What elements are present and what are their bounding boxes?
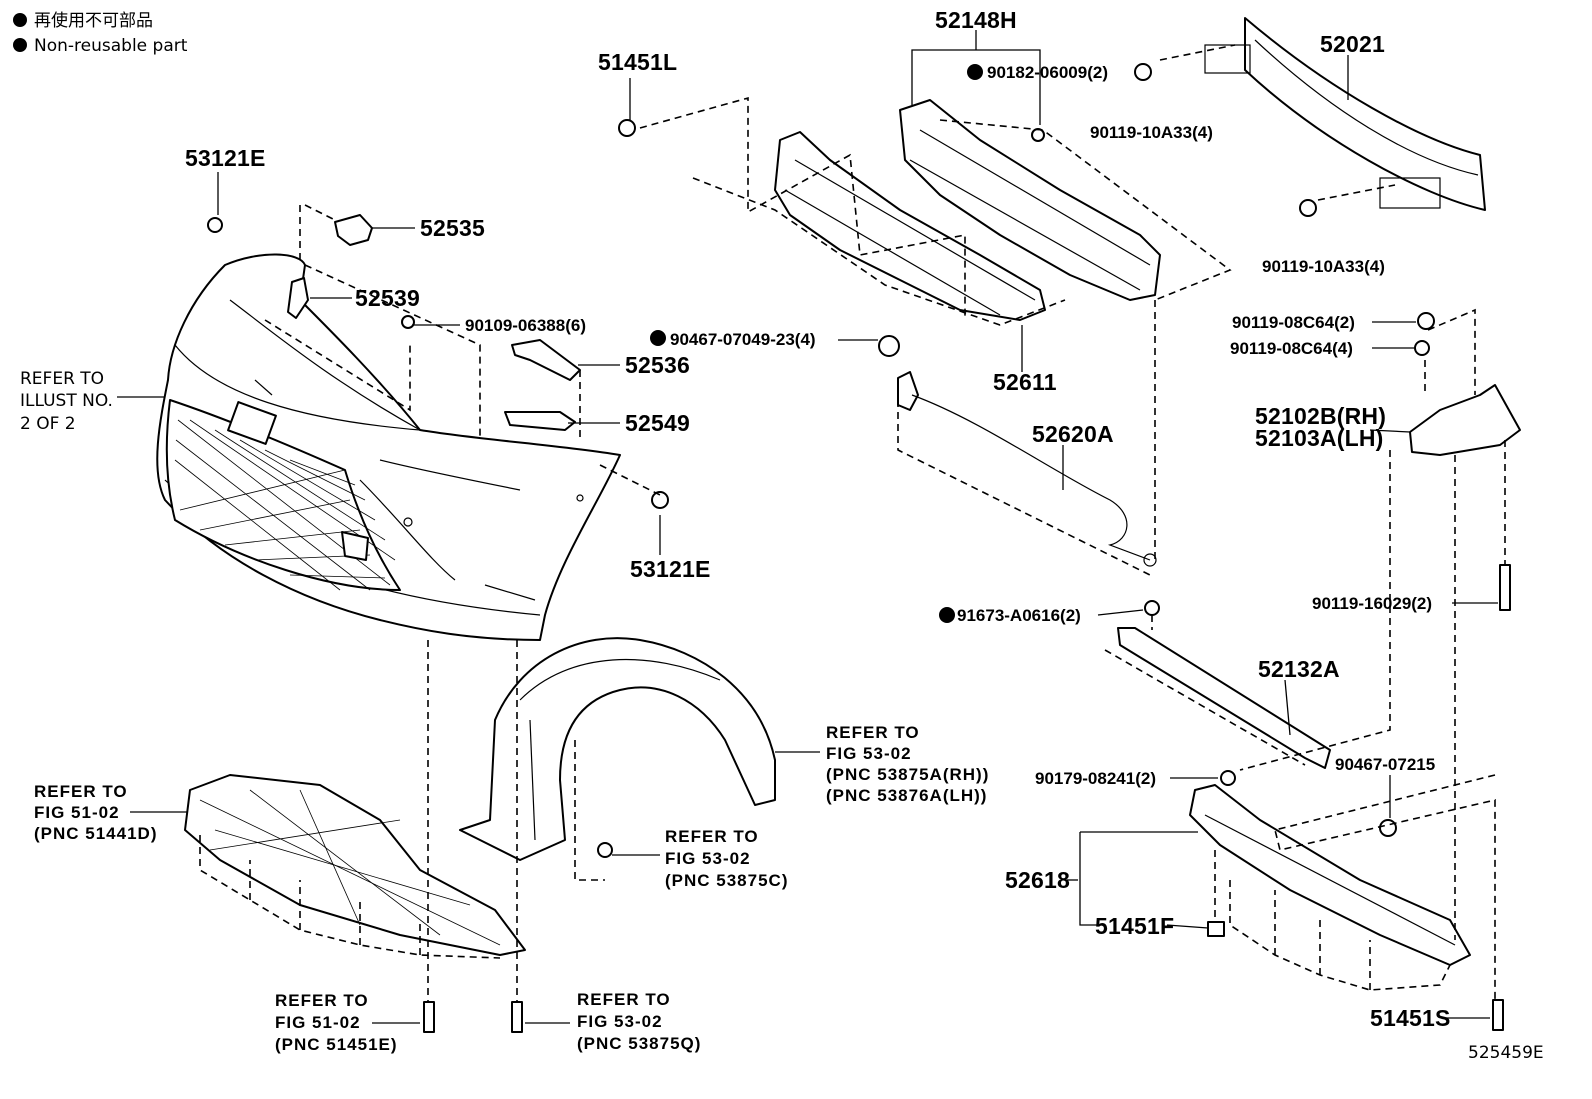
clip-icon (207, 217, 223, 233)
label-90467-07049: 90467-07049-23(4) (670, 330, 816, 349)
label-90179: 90179-08241(2) (1035, 769, 1156, 788)
label-90119-08C64-2: 90119-08C64(2) (1232, 313, 1355, 332)
legend-dot-icon (13, 13, 27, 27)
label-52539: 52539 (355, 285, 420, 311)
label-51451S: 51451S (1370, 1005, 1451, 1031)
bolt-icon (1492, 999, 1504, 1031)
non-reusable-marker-icon (650, 330, 666, 346)
label-52611: 52611 (993, 369, 1057, 395)
engine-under-cover (184, 774, 526, 956)
ref-fig53-b-line2: FIG 53-02 (665, 849, 751, 868)
bolt-icon (1414, 340, 1430, 356)
harness-52620A (897, 371, 1157, 567)
bracket-52536 (511, 339, 581, 381)
non-reusable-marker-icon (939, 607, 955, 623)
bolt-icon (511, 1001, 523, 1033)
label-52549: 52549 (625, 410, 690, 436)
clip-icon (1207, 921, 1225, 937)
bolt-icon (1299, 199, 1317, 217)
screw-icon (401, 315, 415, 329)
bracket-52549 (504, 411, 576, 431)
label-53121E-top: 53121E (185, 145, 266, 171)
ref-fig53-c-line2: FIG 53-02 (577, 1012, 663, 1031)
bracket-52535 (334, 214, 373, 246)
assembly-lines (199, 44, 1506, 1002)
extension-52102B (1409, 384, 1521, 456)
fender-liner (459, 637, 776, 861)
ref-illust-line2: ILLUST NO. (20, 391, 113, 411)
ref-fig51-a-line2: FIG 51-02 (34, 803, 120, 822)
ref-fig53-a-line4: (PNC 53876A(LH)) (826, 786, 987, 805)
label-52102B: 52102B(RH) (1255, 403, 1386, 429)
label-52132A: 52132A (1258, 656, 1340, 682)
bolt-icon (1134, 63, 1152, 81)
ref-fig51-a-line1: REFER TO (34, 782, 128, 801)
label-52103A: 52103A(LH) (1255, 425, 1384, 451)
nut-icon (1031, 128, 1045, 142)
label-52021: 52021 (1320, 31, 1385, 57)
label-90119-10A33-top: 90119-10A33(4) (1090, 123, 1213, 142)
label-52535: 52535 (420, 215, 485, 241)
label-91673: 91673-A0616(2) (957, 606, 1081, 625)
label-52620A: 52620A (1032, 421, 1114, 447)
bolt-icon (1499, 564, 1511, 611)
reinforcement-52148H (899, 99, 1161, 301)
reference-notes: REFER TO ILLUST NO. 2 OF 2 REFER TO FIG … (20, 369, 989, 1054)
bolt-icon (423, 1001, 435, 1033)
front-bumper-cover (156, 253, 621, 641)
non-reusable-marker-icon (967, 64, 983, 80)
ref-illust-line1: REFER TO (20, 369, 104, 389)
label-52536: 52536 (625, 352, 690, 378)
label-90119-10A33-bot: 90119-10A33(4) (1262, 257, 1385, 276)
clip-icon (597, 842, 613, 858)
bolt-icon (618, 119, 636, 137)
part-labels: 52148H 52021 51451L 90182-06009(2) 90119… (185, 7, 1544, 1063)
bumper-beam-52021 (1204, 17, 1486, 211)
ref-illust-line3: 2 OF 2 (20, 414, 76, 434)
nut-icon (1220, 770, 1236, 786)
leader-lines (117, 30, 1498, 1024)
label-90119-08C64-4: 90119-08C64(4) (1230, 339, 1353, 358)
diagram-code: 525459E (1468, 1043, 1544, 1063)
bolt-icon (1417, 312, 1435, 330)
label-90109: 90109-06388(6) (465, 316, 586, 335)
ref-fig53-c-line3: (PNC 53875Q) (577, 1034, 701, 1053)
label-90467-07215: 90467-07215 (1335, 755, 1435, 774)
ref-fig53-b-line1: REFER TO (665, 827, 759, 846)
label-52148H: 52148H (935, 7, 1017, 33)
legend-jp: 再使用不可部品 (34, 10, 153, 31)
absorber-52611 (774, 131, 1046, 321)
legend: 再使用不可部品 Non-reusable part (13, 10, 188, 56)
ref-fig51-b-line2: FIG 51-02 (275, 1013, 361, 1032)
ref-fig53-b-line3: (PNC 53875C) (665, 871, 789, 890)
ref-fig51-a-line3: (PNC 51441D) (34, 824, 158, 843)
ref-fig53-a-line2: FIG 53-02 (826, 744, 912, 763)
ref-fig51-b-line3: (PNC 51451E) (275, 1035, 398, 1054)
nut-icon (1144, 600, 1160, 616)
plug-icon (878, 335, 900, 357)
legend-dot-icon (13, 38, 27, 52)
label-90182: 90182-06009(2) (987, 63, 1108, 82)
legend-en: Non-reusable part (34, 36, 188, 56)
label-53121E-bot: 53121E (630, 556, 711, 582)
label-90119-16029: 90119-16029(2) (1312, 594, 1432, 613)
ref-fig53-a-line3: (PNC 53875A(RH)) (826, 765, 989, 784)
ref-fig51-b-line1: REFER TO (275, 991, 369, 1010)
fasteners (207, 63, 1511, 1033)
lower-absorber-52618 (1189, 784, 1471, 966)
bracket-52539 (287, 277, 309, 319)
label-51451F: 51451F (1095, 913, 1174, 939)
clip-icon (1379, 819, 1397, 837)
ref-fig53-a-line1: REFER TO (826, 723, 920, 742)
label-52618: 52618 (1005, 867, 1070, 893)
retainer-52132A (1117, 627, 1331, 769)
label-51451L: 51451L (598, 49, 677, 75)
clip-icon (651, 491, 669, 509)
ref-fig53-c-line1: REFER TO (577, 990, 671, 1009)
